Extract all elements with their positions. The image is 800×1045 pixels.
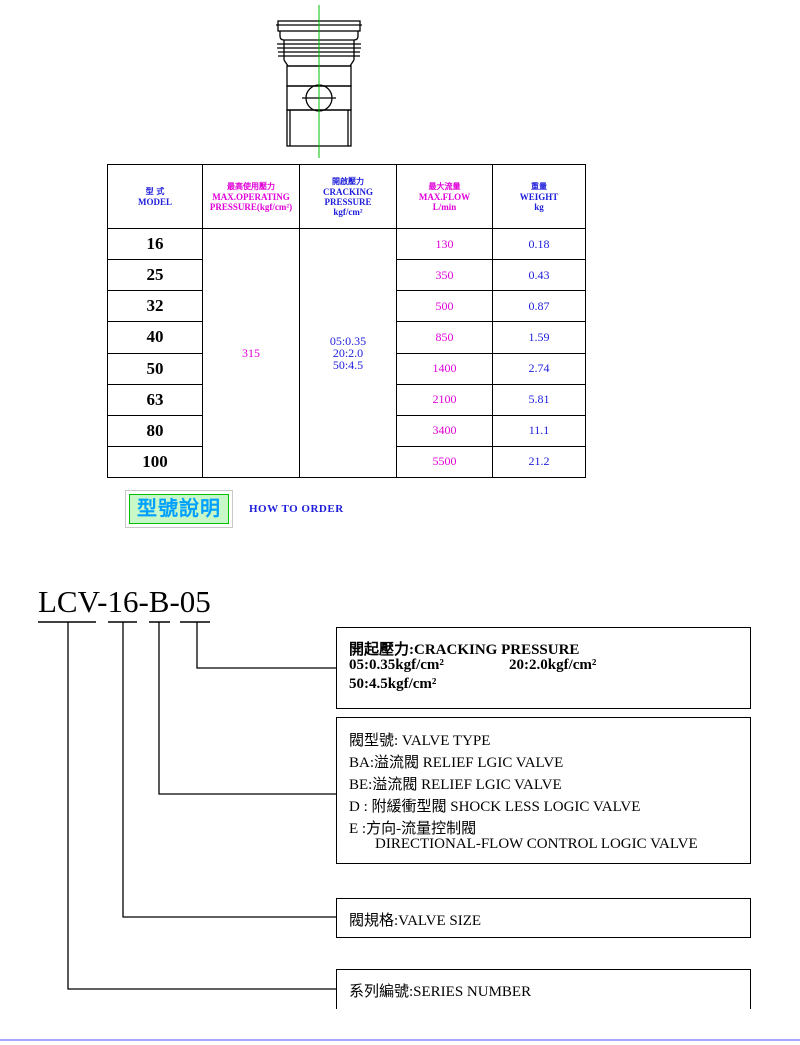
cell-model: 16 [107,227,203,261]
header-cracking-unit: kgf/cm² [333,206,363,217]
valve-type-ba: BA:溢流閥 RELIEF LGIC VALVE [349,755,564,771]
cell-model: 80 [107,414,203,447]
header-flow: 最大流量 MAX.FLOW L/min [396,164,493,229]
cell-flow: 850 [396,321,493,354]
cell-model: 63 [107,383,203,416]
header-pressure-cn: 最高使用壓力 [227,181,275,191]
how-to-order-title: 型號說明 [125,490,233,528]
cell-flow: 350 [396,259,493,292]
header-weight-cn: 重量 [531,181,547,191]
series-number-box: 系列編號:SERIES NUMBER [336,969,751,1009]
header-weight-unit: kg [534,201,544,212]
header-cracking: 開啟壓力 CRACKING PRESSURE kgf/cm² [299,164,397,229]
cell-flow: 2100 [396,383,493,416]
table-row: 32 500 0.87 [107,290,586,323]
valve-type-e: E :方向-流量控制閥 [349,821,477,837]
cracking-value: 20:2.0 [332,346,364,360]
header-model: 型 式 MODEL [107,164,203,229]
header-model-en: MODEL [137,196,172,207]
cell-cracking: 05:0.35 20:2.0 50:4.5 [299,228,397,478]
cell-model: 100 [107,445,203,479]
header-pressure: 最高使用壓力 MAX.OPERATING PRESSURE(kgf/cm²) [202,164,300,229]
cell-max-pressure: 315 [202,228,300,478]
cracking-title: 開起壓力:CRACKING PRESSURE [349,642,580,658]
cell-weight: 0.18 [492,227,586,261]
cracking-line1b: 20:2.0kgf/cm² [509,657,597,673]
header-cracking-cn: 開啟壓力 [332,176,364,186]
cell-flow: 3400 [396,414,493,447]
valve-size-box: 閥規格:VALVE SIZE [336,898,751,938]
valve-type-e2: DIRECTIONAL-FLOW CONTROL LOGIC VALVE [375,836,698,852]
header-weight-en1: WEIGHT [519,191,559,202]
cell-model: 40 [107,321,203,354]
header-weight: 重量 WEIGHT kg [492,164,586,229]
how-to-order-cn: 型號說明 [129,494,229,524]
table-row: 100 5500 21.2 [107,445,586,479]
header-flow-unit: L/min [432,201,457,212]
cell-weight: 21.2 [492,445,586,479]
cracking-value: 05:0.35 [329,334,367,348]
table-row: 80 3400 11.1 [107,414,586,447]
header-model-cn: 型 式 [145,186,165,196]
how-to-order-en: HOW TO ORDER [249,503,344,515]
cell-flow: 1400 [396,352,493,385]
cell-model: 50 [107,352,203,385]
table-row: 25 350 0.43 [107,259,586,292]
header-flow-cn: 最大流量 [428,181,461,191]
cell-weight: 2.74 [492,352,586,385]
model-code: LCV-16-B-05 [38,584,211,619]
header-pressure-en2: PRESSURE(kgf/cm²) [209,201,293,212]
cracking-line2: 50:4.5kgf/cm² [349,676,437,692]
header-flow-en1: MAX.FLOW [418,191,471,202]
header-cracking-en2: PRESSURE [324,196,372,207]
table-row: 50 1400 2.74 [107,352,586,385]
header-cracking-en1: CRACKING [322,186,373,197]
cracking-value: 50:4.5 [332,358,364,372]
cell-weight: 0.43 [492,259,586,292]
leader-lines [67,622,337,990]
spec-table: 型 式 MODEL 最高使用壓力 MAX.OPERATING PRESSURE(… [107,164,586,479]
valve-size-title: 閥規格:VALVE SIZE [349,913,482,929]
cell-model: 32 [107,290,203,323]
table-row: 63 2100 5.81 [107,383,586,416]
cell-weight: 1.59 [492,321,586,354]
header-pressure-en1: MAX.OPERATING [212,191,290,202]
cell-flow: 500 [396,290,493,323]
cracking-pressure-box: 開起壓力:CRACKING PRESSURE 05:0.35kgf/cm² 20… [336,627,751,709]
valve-type-d: D : 附緩衝型閥 SHOCK LESS LOGIC VALVE [349,799,641,815]
series-number-title: 系列編號:SERIES NUMBER [349,984,532,1000]
spec-header-row: 型 式 MODEL 最高使用壓力 MAX.OPERATING PRESSURE(… [107,164,586,229]
valve-type-be: BE:溢流閥 RELIEF LGIC VALVE [349,777,562,793]
cell-weight: 11.1 [492,414,586,447]
cell-weight: 5.81 [492,383,586,416]
valve-type-box: 閥型號: VALVE TYPE BA:溢流閥 RELIEF LGIC VALVE… [336,717,751,864]
table-row: 40 850 1.59 [107,321,586,354]
valve-type-title: 閥型號: VALVE TYPE [349,733,491,749]
cell-weight: 0.87 [492,290,586,323]
cell-flow: 5500 [396,445,493,479]
cell-model: 25 [107,259,203,292]
cracking-line1: 05:0.35kgf/cm² [349,657,444,673]
cell-flow: 130 [396,227,493,261]
table-row: 16 315 05:0.35 20:2.0 50:4.5 130 0.18 [107,227,586,478]
